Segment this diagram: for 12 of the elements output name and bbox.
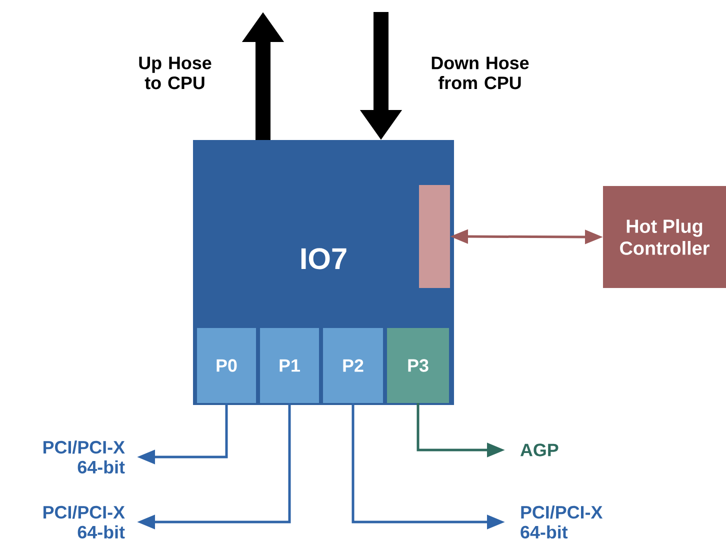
controller-box: Hot Plug Controller [603, 186, 726, 288]
bus-label: PCI/PCI-X 64-bit [44, 505, 125, 539]
port-box: P3 [387, 328, 449, 403]
port-box: P2 [323, 328, 383, 403]
port-box: P0 [197, 328, 256, 403]
bus-label: PCI/PCI-X 64-bit [520, 505, 603, 539]
edge-label: Up Hose to CPU [139, 56, 212, 90]
bus-label: PCI/PCI-X 64-bit [44, 440, 125, 474]
bus-label: AGP [520, 444, 558, 456]
edge-label: Down Hose from CPU [432, 56, 529, 90]
port-box: P1 [260, 328, 319, 403]
connector-box [419, 185, 450, 288]
